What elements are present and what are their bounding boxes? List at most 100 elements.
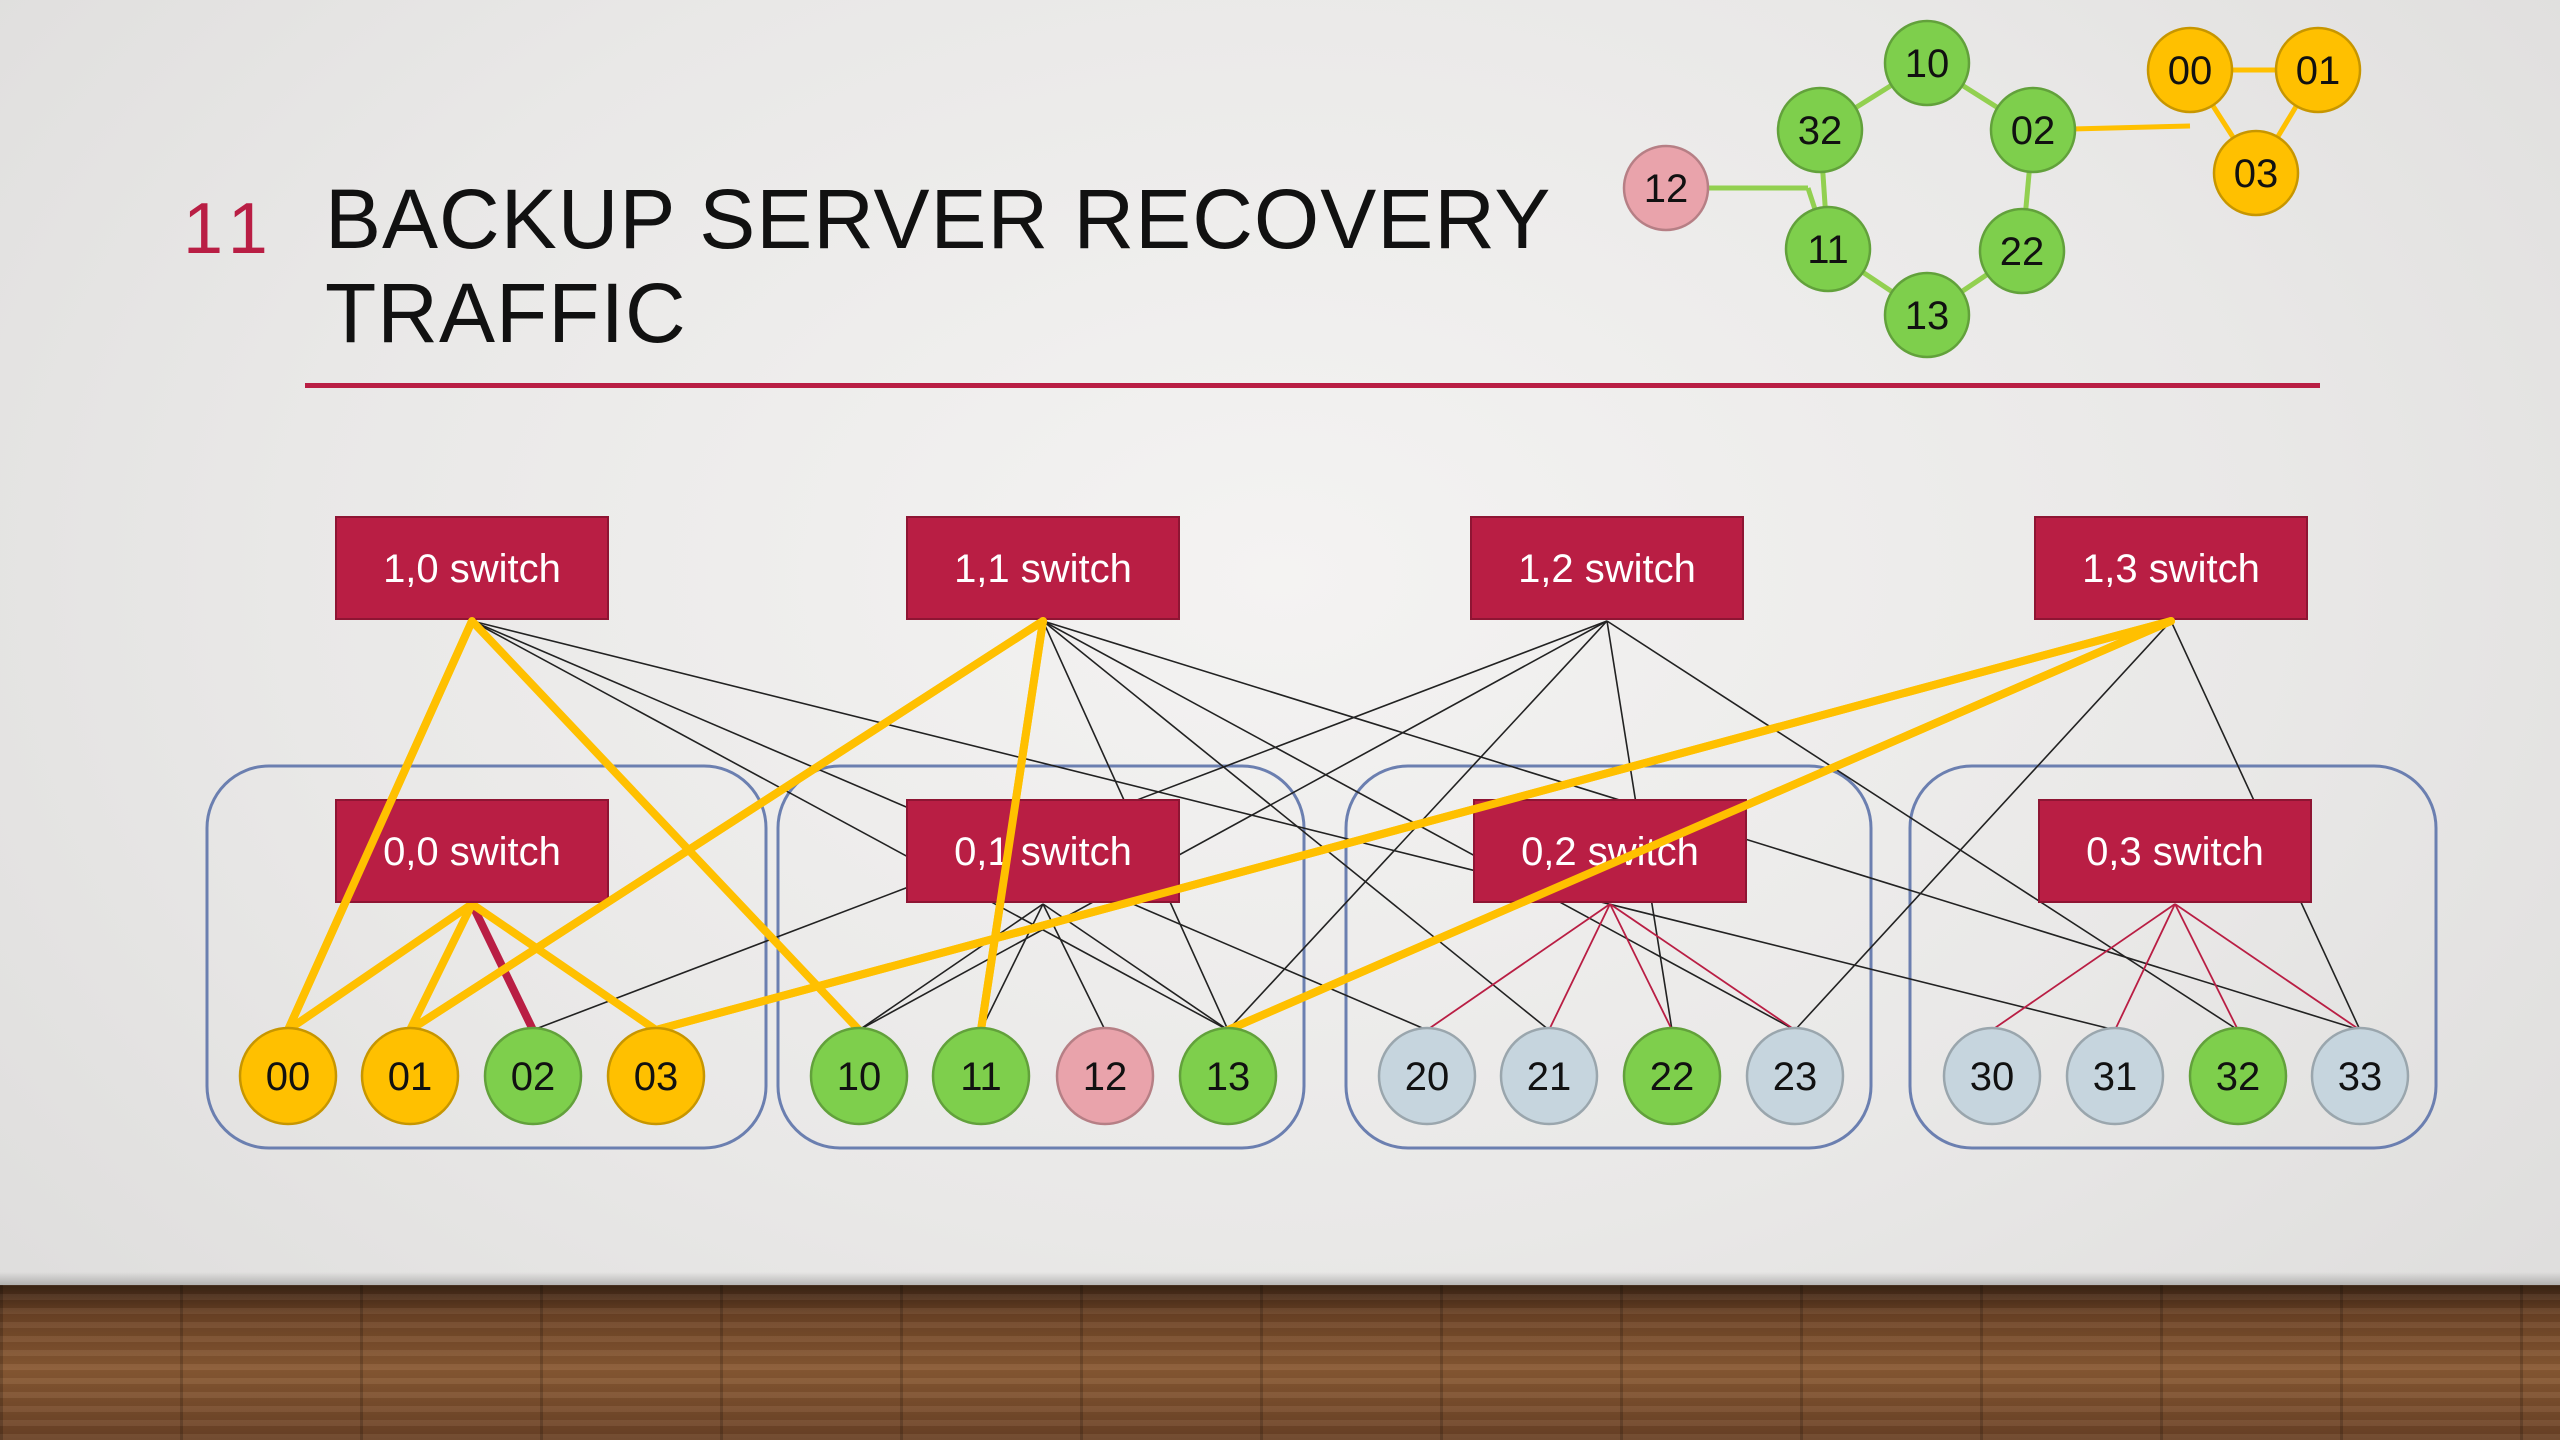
traffic-link-8: [468, 900, 660, 1034]
server-node-13-label: 13: [1206, 1055, 1251, 1099]
ring-node-12-circle: [1622, 144, 1710, 232]
edge-switch-0-label: 0,0 switch: [383, 830, 561, 874]
edge-switch-3-label: 0,3 switch: [2086, 830, 2264, 874]
wooden-floor: [0, 1285, 2560, 1440]
core-link-8: [858, 620, 1608, 1031]
edge-switch-1-label: 0,1 switch: [954, 830, 1132, 874]
core-switch-1-label: 1,1 switch: [954, 547, 1132, 591]
ring-node-00: 00: [2146, 26, 2234, 114]
server-node-23-label: 23: [1773, 1055, 1818, 1099]
core-switch-3-label: 1,3 switch: [2082, 547, 2260, 591]
server-node-00-label: 00: [266, 1055, 311, 1099]
server-node-21-label: 21: [1527, 1055, 1572, 1099]
ring-node-10-circle: [1883, 19, 1971, 107]
server-node-01-circle: [360, 1026, 460, 1126]
server-node-00-circle: [238, 1026, 338, 1126]
server-node-03-circle: [606, 1026, 706, 1126]
ring-node-00-label: 00: [2168, 49, 2213, 93]
ring-node-10-label: 10: [1905, 42, 1950, 86]
traffic-link-7: [406, 900, 476, 1034]
title-line-1: BACKUP SERVER RECOVERY: [325, 172, 1552, 266]
server-node-11-label: 11: [960, 1055, 1002, 1099]
ring-node-10: 10: [1883, 19, 1971, 107]
server-node-01: 01: [360, 1026, 460, 1126]
core-link-11: [1606, 620, 2239, 1031]
server-node-01-label: 01: [388, 1055, 433, 1099]
edge-link-3-0: [1991, 903, 2176, 1031]
ring-node-32-label: 32: [1798, 109, 1843, 153]
server-node-11-circle: [931, 1026, 1031, 1126]
pods-layer: [205, 764, 2438, 1150]
edge-link-3-1: [2114, 903, 2176, 1031]
edge-link-2-1: [1548, 903, 1611, 1031]
ring-node-13-circle: [1883, 271, 1971, 359]
server-node-22-label: 22: [1650, 1055, 1695, 1099]
ring-node-03: 03: [2212, 129, 2300, 217]
server-node-02-label: 02: [511, 1055, 556, 1099]
server-node-02-circle: [483, 1026, 583, 1126]
server-node-33: 33: [2310, 1026, 2410, 1126]
ring-node-02-circle: [1989, 86, 2077, 174]
title-rule: [305, 383, 2320, 388]
traffic-link-over-1: [652, 617, 2175, 1034]
ring-node-03-label: 03: [2234, 152, 2279, 196]
server-node-12-circle: [1055, 1026, 1155, 1126]
server-node-21: 21: [1499, 1026, 1599, 1126]
server-node-13-circle: [1178, 1026, 1278, 1126]
traffic-link-over-4: [284, 617, 476, 1034]
ring-node-32-circle: [1776, 86, 1864, 174]
server-node-23-circle: [1745, 1026, 1845, 1126]
traffic-link-1: [468, 617, 863, 1034]
edge-link-2-2: [1609, 903, 1673, 1031]
pod-container-2: [1344, 764, 1873, 1150]
edge-switch-3: 0,3 switch: [2038, 799, 2312, 903]
server-node-33-circle: [2310, 1026, 2410, 1126]
edge-link-2-0: [1426, 903, 1611, 1031]
core-switch-0: 1,0 switch: [335, 516, 609, 620]
traffic-link-6: [284, 900, 476, 1034]
edge-link-3-3: [2174, 903, 2361, 1031]
slide-number: 11: [183, 189, 278, 269]
pod-container-3: [1908, 764, 2438, 1150]
server-node-20-circle: [1377, 1026, 1477, 1126]
server-node-00: 00: [238, 1026, 338, 1126]
edge-link-3-2: [2174, 903, 2239, 1031]
title-line-2: TRAFFIC: [325, 266, 687, 360]
traffic-link-over-0: [977, 617, 1047, 1034]
core-link-2: [471, 620, 2116, 1031]
ring-node-11-label: 11: [1807, 228, 1849, 272]
server-node-02: 02: [483, 1026, 583, 1126]
pod-container-1: [776, 764, 1306, 1150]
core-switch-2-label: 1,2 switch: [1518, 547, 1696, 591]
server-node-03: 03: [606, 1026, 706, 1126]
server-node-10-label: 10: [837, 1055, 882, 1099]
edge-link-1-3: [1042, 903, 1229, 1031]
ring-node-02-label: 02: [2011, 109, 2056, 153]
core-switch-1-box: [906, 516, 1180, 620]
server-node-22: 22: [1622, 1026, 1722, 1126]
server-node-03-label: 03: [634, 1055, 679, 1099]
ring-node-32: 32: [1776, 86, 1864, 174]
traffic-link-over-2: [1224, 617, 2175, 1034]
server-node-30: 30: [1942, 1026, 2042, 1126]
core-switch-3: 1,3 switch: [2034, 516, 2308, 620]
floor-shadow: [0, 1272, 2560, 1288]
ring-node-22-circle: [1978, 207, 2066, 295]
server-node-31-label: 31: [2093, 1055, 2138, 1099]
ring-node-01-label: 01: [2296, 49, 2341, 93]
server-node-22-circle: [1622, 1026, 1722, 1126]
pod-container-0: [205, 764, 768, 1150]
core-link-12: [1794, 620, 2172, 1031]
server-node-21-circle: [1499, 1026, 1599, 1126]
edge-switch-2-box: [1473, 799, 1747, 903]
server-node-32: 32: [2188, 1026, 2288, 1126]
server-node-13: 13: [1178, 1026, 1278, 1126]
ring-node-22-label: 22: [2000, 230, 2045, 274]
server-node-10: 10: [809, 1026, 909, 1126]
edge-link-2-3: [1609, 903, 1796, 1031]
server-node-32-label: 32: [2216, 1055, 2261, 1099]
traffic-link-over-3: [406, 617, 1047, 1034]
ring-node-12-label: 12: [1644, 167, 1689, 211]
server-node-30-circle: [1942, 1026, 2042, 1126]
